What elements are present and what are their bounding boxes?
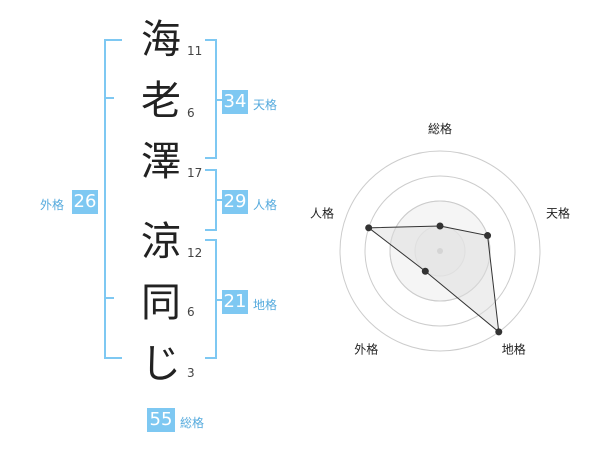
radar-axis-label-3: 地格 xyxy=(502,342,526,357)
name-char-3: 澤 xyxy=(141,139,181,185)
radar-point-1 xyxy=(436,222,444,230)
gaikaku-bracket xyxy=(104,39,122,359)
name-char-6: じ xyxy=(141,341,181,387)
gaikaku-label: 外格 xyxy=(40,198,65,212)
radar-point-5 xyxy=(365,224,373,232)
name-char-2: 老 xyxy=(141,78,181,124)
stroke-count-5: 6 xyxy=(187,305,195,319)
radar-ring-4 xyxy=(339,150,541,352)
radar-axis-label-2: 天格 xyxy=(546,205,570,220)
chikaku-label: 地格 xyxy=(253,298,278,312)
radar-axis-label-5: 人格 xyxy=(310,205,334,220)
jinkaku-label: 人格 xyxy=(253,198,278,212)
radar-point-3 xyxy=(495,328,503,336)
soukaku-value: 55 xyxy=(147,408,175,432)
stroke-count-6: 3 xyxy=(187,366,195,380)
radar-point-4 xyxy=(421,267,429,275)
stroke-count-1: 11 xyxy=(187,44,203,58)
stroke-count-2: 6 xyxy=(187,106,195,120)
radar-axis-label-1: 総格 xyxy=(428,121,452,136)
name-char-4: 涼 xyxy=(141,219,181,265)
soukaku-label: 総格 xyxy=(180,416,205,430)
gaikaku-value: 26 xyxy=(72,190,98,214)
chikaku-value: 21 xyxy=(222,290,248,314)
stroke-count-4: 12 xyxy=(187,246,203,260)
jinkaku-value: 29 xyxy=(222,190,248,214)
name-char-1: 海 xyxy=(141,17,181,63)
radar-ring-3 xyxy=(364,175,516,327)
stroke-count-3: 17 xyxy=(187,166,203,180)
bracket-lines xyxy=(104,39,222,359)
radar-point-2 xyxy=(484,232,492,240)
radar-axis-label-4: 外格 xyxy=(354,342,378,357)
name-char-5: 同 xyxy=(141,280,181,326)
tenkaku-value: 34 xyxy=(222,90,248,114)
tenkaku-label: 天格 xyxy=(253,98,278,112)
radar-data-polygon xyxy=(367,225,500,334)
